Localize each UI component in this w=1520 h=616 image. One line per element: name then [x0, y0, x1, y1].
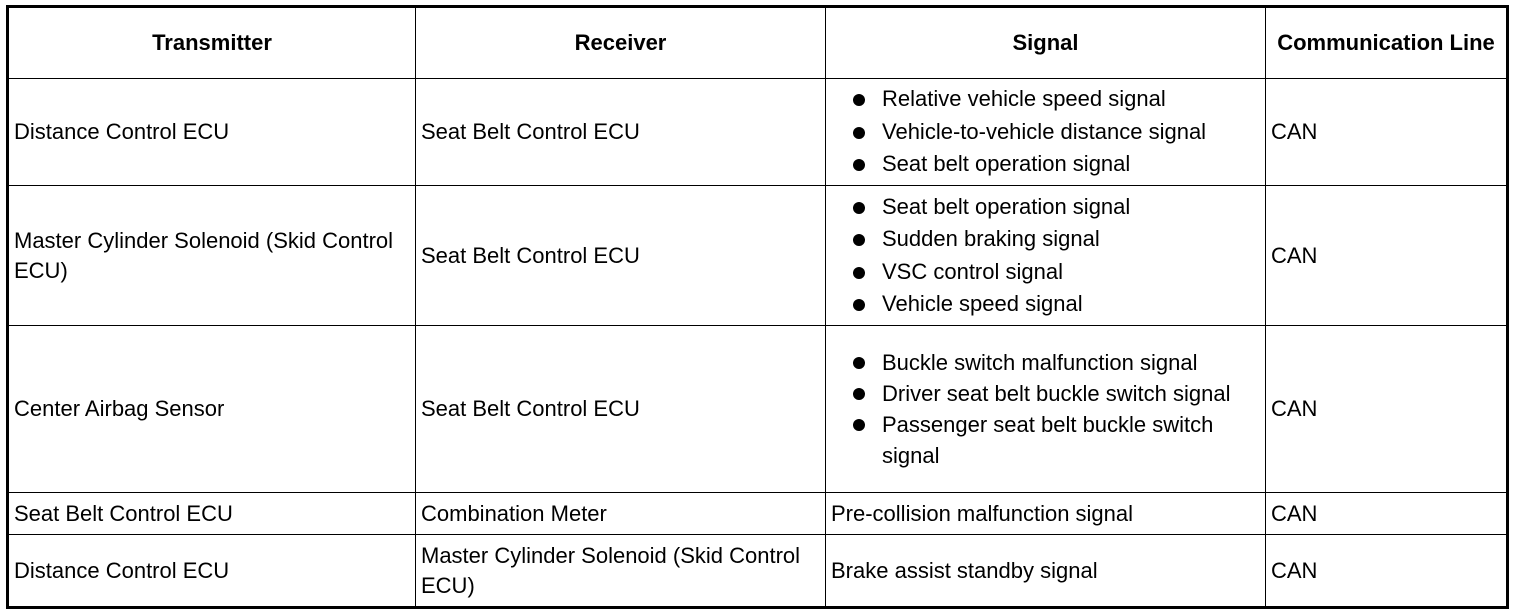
header-signal: Signal — [825, 6, 1266, 79]
signal-text: Buckle switch malfunction signal — [882, 350, 1198, 375]
header-receiver: Receiver — [415, 6, 826, 79]
signal-item: Buckle switch malfunction signal — [831, 347, 1265, 378]
transmitter-cell: Center Airbag Sensor — [7, 325, 416, 493]
bullet-icon — [853, 299, 865, 311]
signal-item: Seat belt operation signal — [831, 148, 1265, 181]
communication-line-cell: CAN — [1265, 492, 1508, 535]
signal-text: Vehicle speed signal — [882, 291, 1083, 316]
table-row: Distance Control ECU Master Cylinder Sol… — [7, 534, 1508, 608]
signal-item: Passenger seat belt buckle switch signal — [831, 409, 1265, 471]
signal-list: Relative vehicle speed signal Vehicle-to… — [831, 83, 1265, 181]
bullet-icon — [853, 201, 865, 214]
bullet-icon — [853, 419, 865, 431]
signal-text: Sudden braking signal — [882, 226, 1100, 251]
signal-item: Sudden braking signal — [831, 223, 1265, 256]
receiver-cell: Seat Belt Control ECU — [415, 325, 826, 493]
bullet-icon — [853, 126, 865, 139]
header-transmitter: Transmitter — [7, 6, 416, 79]
bullet-icon — [853, 357, 865, 369]
header-communication-line: Communication Line — [1265, 6, 1508, 79]
transmitter-cell: Distance Control ECU — [7, 78, 416, 186]
table-row: Seat Belt Control ECU Combination Meter … — [7, 492, 1508, 535]
transmitter-cell: Seat Belt Control ECU — [7, 492, 416, 535]
bullet-icon — [853, 94, 865, 107]
receiver-cell: Seat Belt Control ECU — [415, 78, 826, 186]
signal-item: Driver seat belt buckle switch signal — [831, 378, 1265, 409]
signal-text: VSC control signal — [882, 258, 1063, 284]
signal-item: Seat belt operation signal — [831, 191, 1265, 224]
receiver-cell: Master Cylinder Solenoid (Skid Control E… — [415, 534, 826, 608]
receiver-cell: Seat Belt Control ECU — [415, 185, 826, 326]
signal-list: Buckle switch malfunction signal Driver … — [831, 347, 1265, 471]
bullet-icon — [853, 234, 865, 246]
receiver-cell: Combination Meter — [415, 492, 826, 535]
signal-text: Vehicle-to-vehicle distance signal — [882, 118, 1207, 144]
communication-table: Transmitter Receiver Signal Communicatio… — [6, 5, 1509, 609]
communication-table-container: Transmitter Receiver Signal Communicatio… — [6, 5, 1509, 609]
communication-line-cell: CAN — [1265, 185, 1508, 326]
signal-cell: Buckle switch malfunction signal Driver … — [825, 325, 1266, 493]
signal-item: VSC control signal — [831, 256, 1265, 289]
signal-cell: Relative vehicle speed signal Vehicle-to… — [825, 78, 1266, 186]
bullet-icon — [853, 388, 865, 400]
table-row: Master Cylinder Solenoid (Skid Control E… — [7, 185, 1508, 326]
header-row: Transmitter Receiver Signal Communicatio… — [7, 6, 1508, 79]
signal-cell: Brake assist standby signal — [825, 534, 1266, 608]
signal-text: Passenger seat belt buckle switch signal — [882, 412, 1214, 468]
signal-text: Seat belt operation signal — [882, 193, 1131, 219]
bullet-icon — [853, 266, 865, 279]
communication-line-cell: CAN — [1265, 78, 1508, 186]
signal-text: Seat belt operation signal — [882, 151, 1131, 177]
signal-item: Relative vehicle speed signal — [831, 83, 1265, 116]
transmitter-cell: Distance Control ECU — [7, 534, 416, 608]
signal-cell: Seat belt operation signal Sudden brakin… — [825, 185, 1266, 326]
signal-text: Relative vehicle speed signal — [882, 86, 1166, 112]
signal-item: Vehicle-to-vehicle distance signal — [831, 116, 1265, 149]
signal-cell: Pre-collision malfunction signal — [825, 492, 1266, 535]
communication-line-cell: CAN — [1265, 325, 1508, 493]
communication-line-cell: CAN — [1265, 534, 1508, 608]
table-row: Center Airbag Sensor Seat Belt Control E… — [7, 325, 1508, 493]
table-row: Distance Control ECU Seat Belt Control E… — [7, 78, 1508, 186]
transmitter-cell: Master Cylinder Solenoid (Skid Control E… — [7, 185, 416, 326]
signal-list: Seat belt operation signal Sudden brakin… — [831, 191, 1265, 321]
bullet-icon — [853, 159, 865, 172]
signal-item: Vehicle speed signal — [831, 288, 1265, 321]
signal-text: Driver seat belt buckle switch signal — [882, 381, 1231, 406]
